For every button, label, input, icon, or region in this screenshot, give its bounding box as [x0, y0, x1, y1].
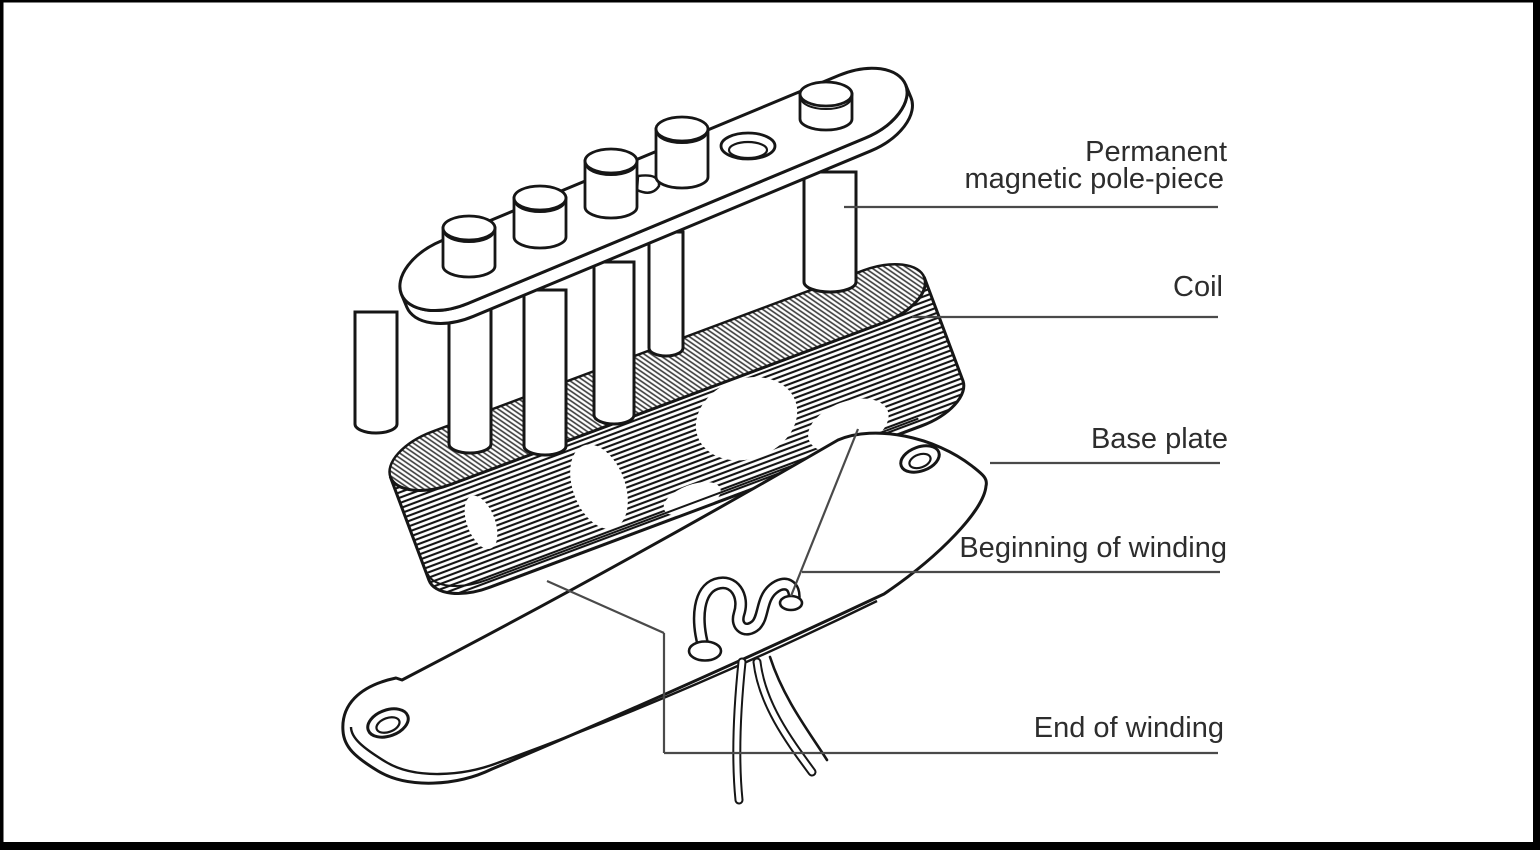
- pole-piece-hole-inner: [727, 140, 769, 160]
- labels: Permanent magnetic pole-piece Coil Base …: [959, 136, 1228, 744]
- base-plate-outline: [341, 431, 988, 785]
- screw-hole-left-inner: [375, 716, 401, 734]
- pole-piece-top: [583, 159, 639, 220]
- label-coil: Coil: [1173, 271, 1223, 303]
- base-plate: [341, 431, 988, 785]
- base-plate-thickness-line: [349, 599, 878, 776]
- pole-piece-tops: [441, 80, 854, 279]
- winding-eyelet: [778, 594, 804, 612]
- label-beginning-of-winding: Beginning of winding: [959, 532, 1227, 564]
- frame-top: [0, 0, 1540, 3]
- winding-foot: [687, 640, 723, 662]
- lead-wire: [754, 659, 815, 775]
- lead-wire: [734, 659, 745, 803]
- pole-piece-shaft: [802, 170, 858, 294]
- screw-hole-right-inner: [908, 452, 932, 470]
- pole-piece-shaft: [592, 260, 636, 426]
- coil-bottom-rim: [426, 417, 919, 587]
- pole-piece-cap: [583, 147, 639, 175]
- pole-piece-rim: [514, 200, 566, 213]
- pole-piece-rim: [800, 97, 852, 110]
- leader-end-diagonal: [546, 579, 665, 635]
- frame-left: [0, 0, 4, 850]
- pole-piece-rim: [656, 131, 708, 144]
- pole-piece-shaft: [647, 230, 685, 358]
- flat-tab: [635, 174, 661, 194]
- pole-piece-cap: [441, 214, 497, 242]
- frame-bottom: [0, 842, 1540, 850]
- frame-right: [1533, 0, 1540, 850]
- leader-lines: [546, 205, 1220, 755]
- pole-piece-rim: [585, 163, 637, 176]
- pole-piece-shaft: [353, 310, 399, 435]
- label-pole-piece-line1: Permanent: [1085, 136, 1227, 168]
- label-pole-piece-line2: magnetic pole-piece: [964, 163, 1224, 195]
- pole-piece-cap: [512, 184, 568, 212]
- magnet-shafts: [353, 170, 858, 457]
- pole-piece-cap: [798, 80, 854, 108]
- winding-squiggle-inner: [695, 578, 799, 653]
- leader-beginning-diagonal: [789, 428, 860, 597]
- coil-winding-wall: [390, 277, 964, 594]
- pole-piece-rim: [443, 230, 495, 243]
- pole-piece-shaft: [522, 288, 568, 457]
- label-base-plate: Base plate: [1091, 423, 1228, 455]
- lead-wire: [768, 655, 829, 762]
- pole-piece-shaft: [447, 300, 493, 455]
- pole-piece-top: [654, 127, 710, 190]
- pole-piece-cap: [654, 115, 710, 143]
- winding-wires: [687, 576, 829, 805]
- coil-outline: [388, 276, 966, 595]
- label-end-of-winding: End of winding: [1034, 712, 1224, 744]
